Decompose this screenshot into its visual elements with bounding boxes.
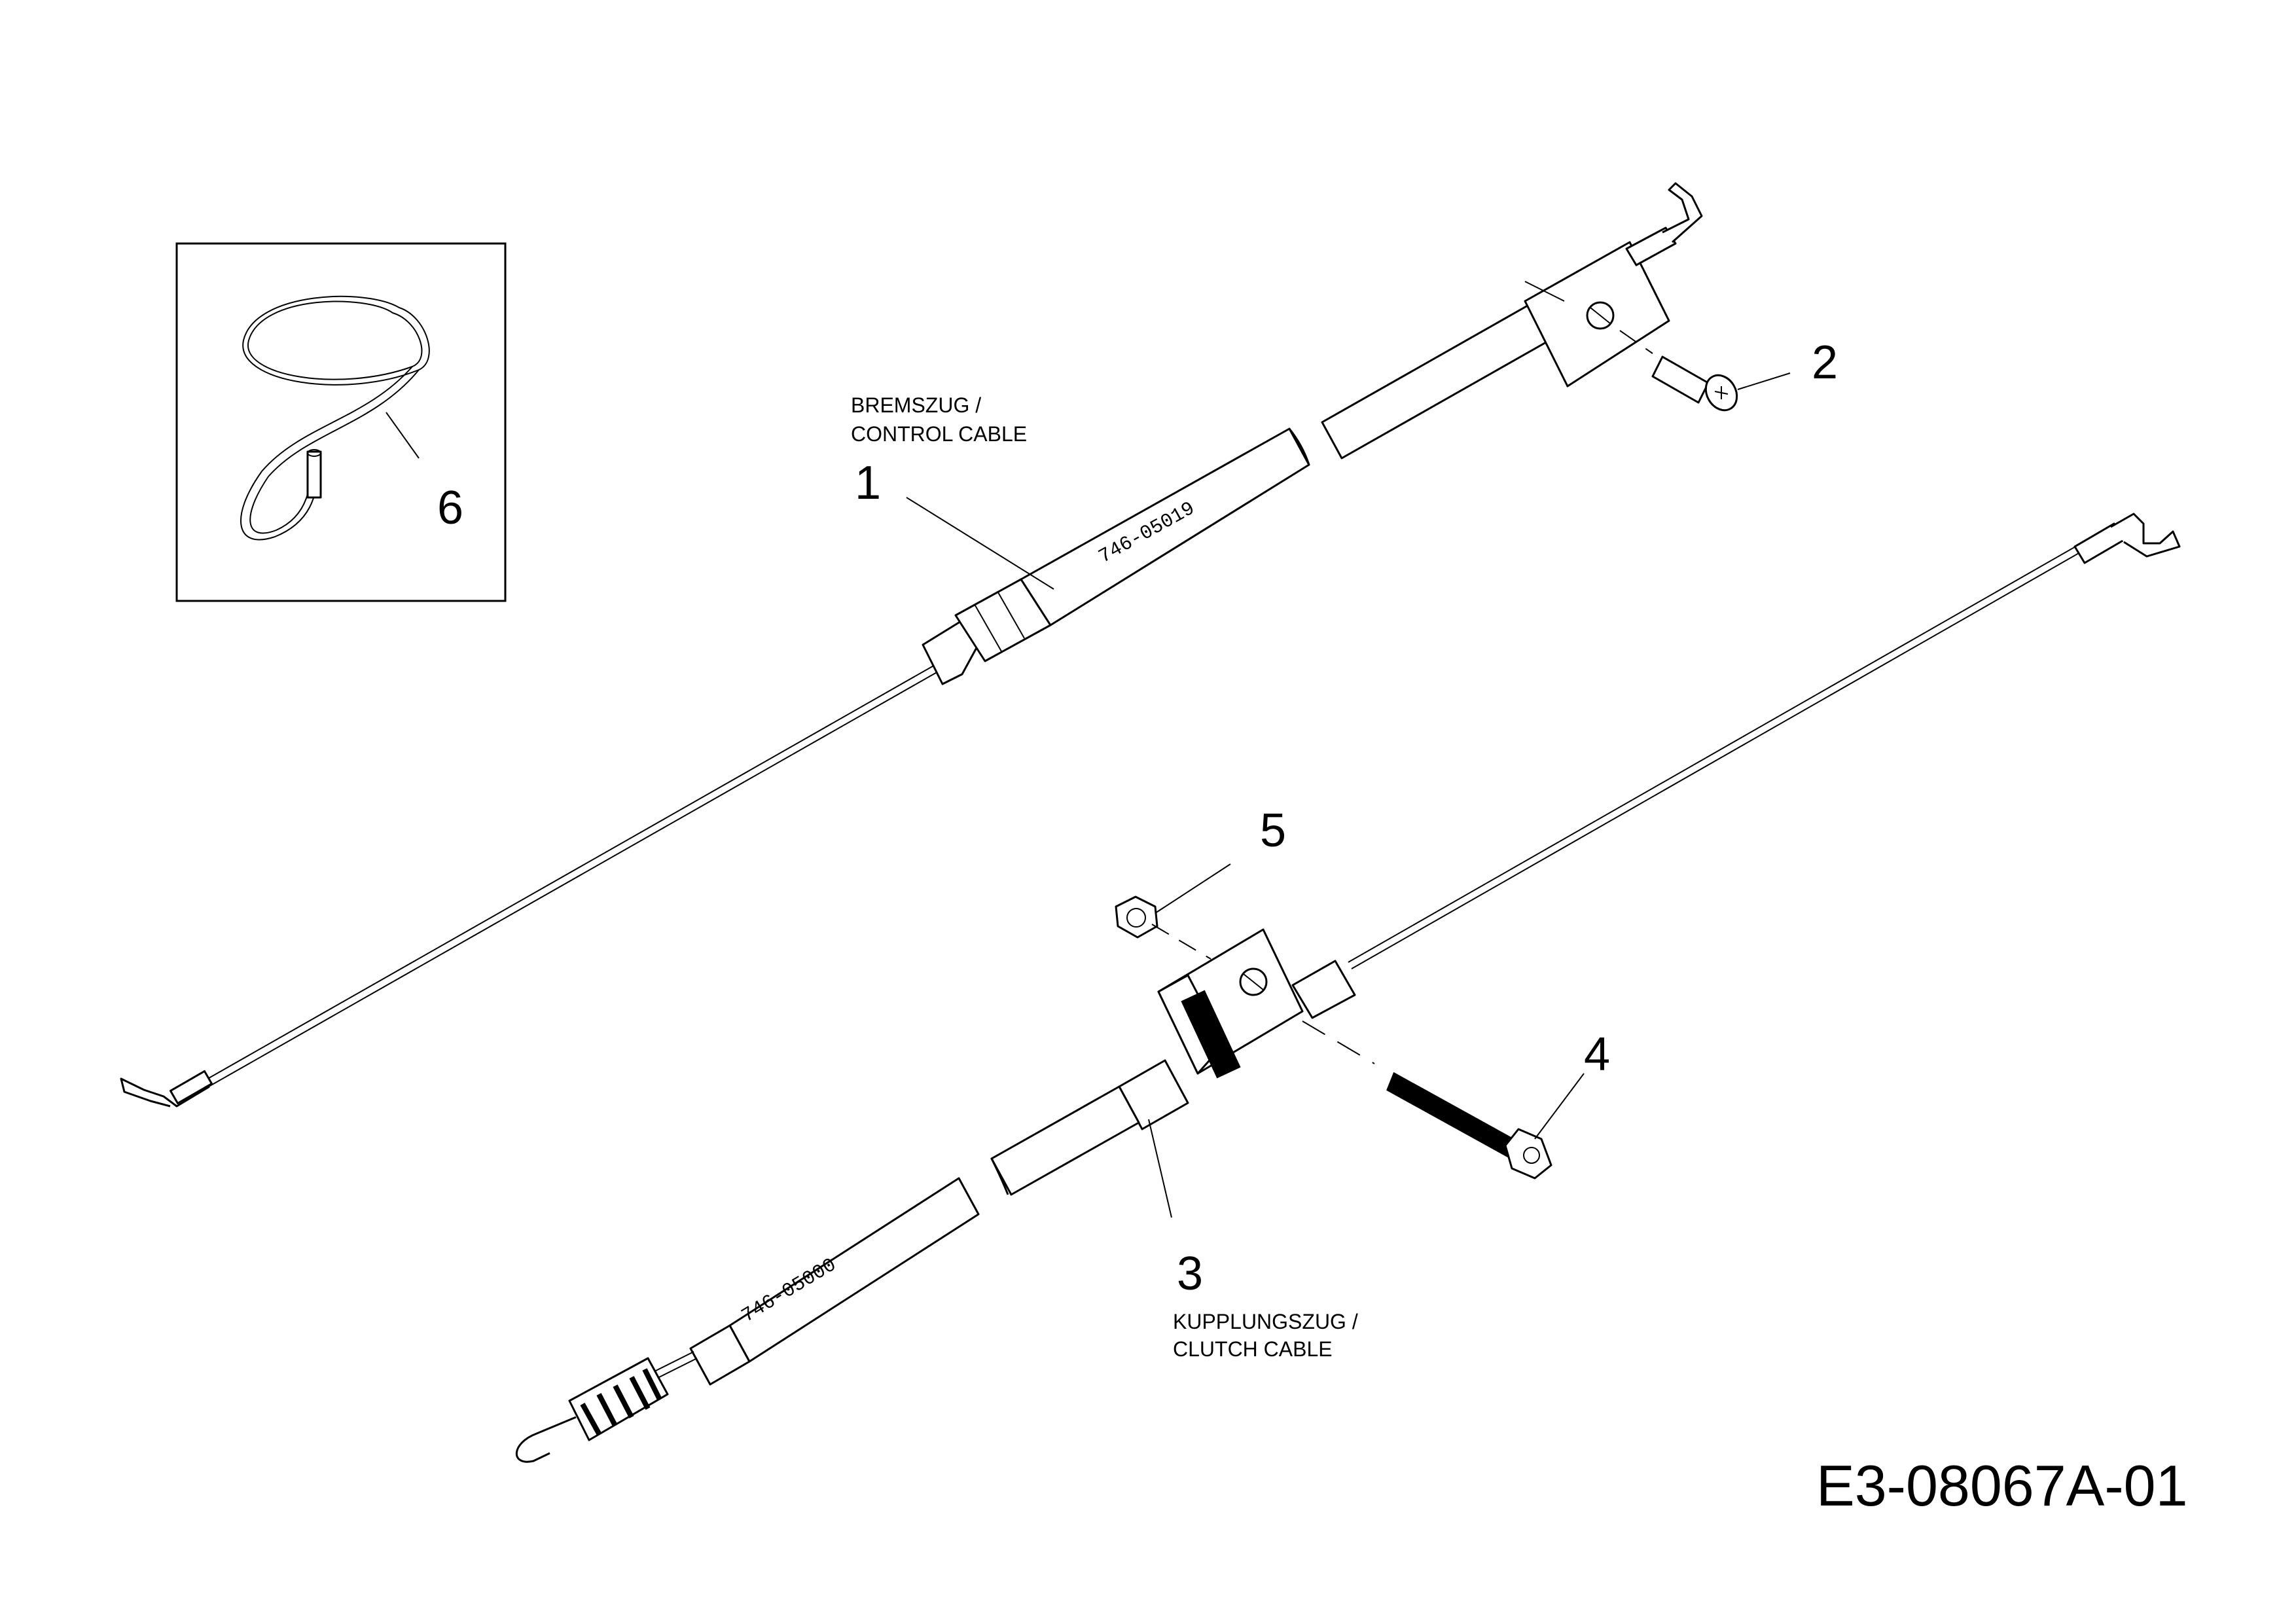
caption-control-cable-line1: BREMSZUG /	[851, 393, 981, 417]
leader-2	[1737, 372, 1791, 390]
caption-clutch-cable-line2: CLUTCH CABLE	[1173, 1337, 1333, 1361]
leader-1	[906, 497, 1054, 590]
callout-3: 3	[1177, 1248, 1203, 1300]
caption-clutch-cable-line1: KUPPLUNGSZUG /	[1173, 1310, 1358, 1333]
screw-part-2	[1619, 330, 1738, 412]
leader-4	[1534, 1073, 1585, 1140]
callout-4: 4	[1584, 1028, 1610, 1081]
bolt-part-4	[1302, 1020, 1552, 1180]
callout-5: 5	[1260, 804, 1286, 857]
inset-box-part-6: 6	[175, 242, 507, 602]
callout-6: 6	[437, 482, 463, 534]
drawing-code: E3-08067A-01	[1816, 1453, 2188, 1518]
callout-2: 2	[1812, 336, 1838, 389]
control-cable-part-1: 746-05019	[120, 182, 1738, 1108]
leader-5	[1155, 863, 1231, 914]
leader-6	[386, 412, 420, 459]
caption-control-cable-line2: CONTROL CABLE	[851, 422, 1027, 446]
nut-part-5	[1115, 895, 1211, 960]
clutch-cable-part-3: 746-05000	[515, 513, 2181, 1463]
callout-1: 1	[855, 457, 881, 509]
wire-loop-part-6	[240, 295, 430, 541]
leader-3	[1148, 1119, 1172, 1218]
